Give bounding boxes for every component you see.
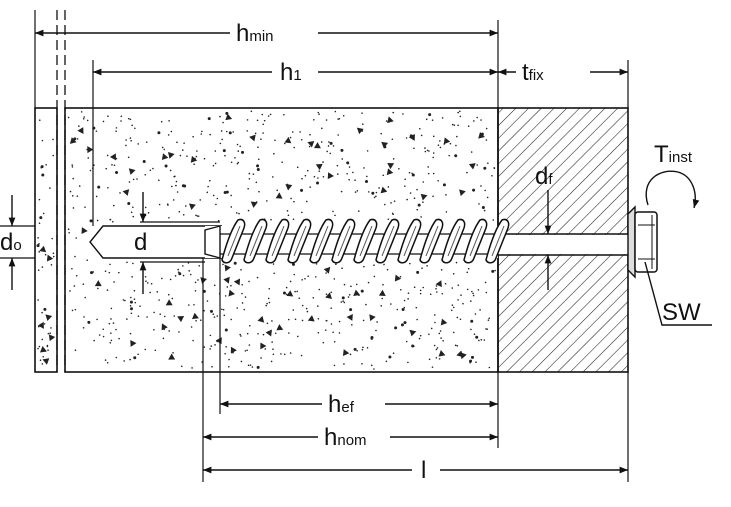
dimension-lines [8, 29, 712, 474]
concrete-speckles [36, 110, 496, 370]
label-d-f: df [535, 163, 553, 190]
concrete-screw [204, 205, 658, 279]
break-lines [56, 10, 66, 372]
label-t-fix: tfix [522, 59, 544, 86]
extension-lines [0, 10, 629, 482]
label-h-min: hmin [236, 20, 274, 47]
label-d: d [134, 229, 147, 256]
label-l: l [421, 457, 426, 484]
label-h-1: h1 [280, 59, 302, 86]
label-sw: SW [662, 299, 701, 326]
label-d-0: do [0, 229, 22, 256]
label-h-ef: hef [328, 391, 355, 418]
drill-hole [89, 225, 628, 259]
label-t-inst: Tinst [654, 141, 693, 168]
label-h-nom: hnom [324, 424, 367, 451]
